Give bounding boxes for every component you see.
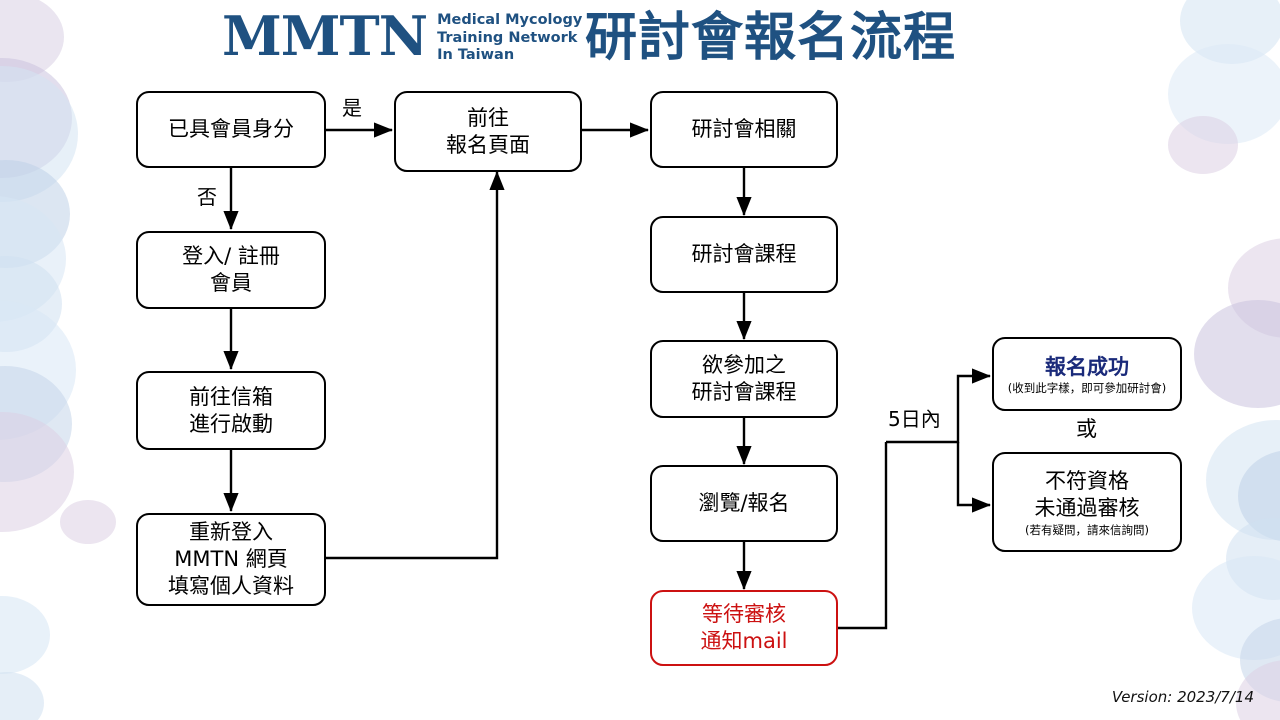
edge-relogin-to-signup-page (326, 171, 505, 560)
node-relogin-profile[interactable]: 重新登入 MMTN 網頁 填寫個人資料 (136, 513, 326, 606)
edge-label-no: 否 (197, 185, 217, 209)
logo-tagline-line-2: Training Network (437, 29, 578, 46)
node-waiting-review[interactable]: 等待審核 通知mail (650, 590, 838, 666)
node-activate-mail[interactable]: 前往信箱 進行啟動 (136, 371, 326, 450)
node-member-check-line-1: 已具會員身分 (168, 117, 294, 141)
logo-tagline-line-3: In Taiwan (437, 47, 515, 63)
node-goto-signup-page-line-1: 前往 (467, 105, 509, 130)
node-relogin-profile-line-3: 填寫個人資料 (168, 574, 294, 598)
node-desired-course[interactable]: 欲參加之 研討會課程 (650, 340, 838, 418)
node-waiting-review-line-1: 等待審核 (702, 602, 786, 626)
node-browse-signup-line-1: 瀏覽/報名 (698, 491, 790, 515)
edge-label-within-5-days: 5日內 (888, 407, 941, 431)
node-seminar-related-line-1: 研討會相關 (691, 117, 797, 141)
node-success-subtext: (收到此字樣，即可參加研討會) (1007, 380, 1167, 395)
mmtn-logo: MMTN Medical Mycology Training Network I… (222, 8, 582, 65)
node-member-check[interactable]: 已具會員身分 (136, 91, 326, 168)
slide-header: MMTN Medical Mycology Training Network I… (0, 0, 1280, 80)
node-seminar-related[interactable]: 研討會相關 (650, 91, 838, 168)
node-activate-mail-line-2: 進行啟動 (189, 411, 273, 436)
page-title: 研討會報名流程 (585, 8, 957, 68)
node-rejected[interactable]: 不符資格 未通過審核 (若有疑問，請來信詢問) (992, 452, 1182, 552)
node-browse-signup[interactable]: 瀏覽/報名 (650, 465, 838, 542)
node-desired-course-line-2: 研討會課程 (691, 380, 797, 404)
node-rejected-line-1: 不符資格 (1045, 468, 1129, 493)
node-relogin-profile-line-2: MMTN 網頁 (174, 547, 288, 571)
node-goto-signup-page[interactable]: 前往 報名頁面 (394, 91, 582, 172)
node-goto-signup-page-line-2: 報名頁面 (446, 132, 530, 157)
node-seminar-courses[interactable]: 研討會課程 (650, 216, 838, 293)
edge-to-rejected (956, 442, 991, 513)
node-relogin-profile-line-1: 重新登入 (189, 520, 273, 544)
node-waiting-review-line-2: 通知mail (700, 629, 788, 653)
logo-tagline: Medical Mycology Training Network In Tai… (437, 8, 582, 65)
node-rejected-subtext: (若有疑問，請來信詢問) (1025, 522, 1149, 537)
node-rejected-line-2: 未通過審核 (1034, 495, 1140, 520)
node-login-register[interactable]: 登入/ 註冊 會員 (136, 231, 326, 309)
node-login-register-line-1: 登入/ 註冊 (182, 244, 280, 268)
node-desired-course-line-1: 欲參加之 (702, 353, 786, 377)
node-success-title: 報名成功 (1045, 354, 1129, 379)
node-activate-mail-line-1: 前往信箱 (189, 384, 273, 409)
node-success[interactable]: 報名成功 (收到此字樣，即可參加研討會) (992, 337, 1182, 411)
edge-to-success (886, 368, 991, 444)
node-seminar-courses-line-1: 研討會課程 (691, 242, 797, 266)
logo-tagline-line-1: Medical Mycology (437, 12, 583, 28)
logo-wordmark: MMTN (222, 4, 428, 69)
version-label: Version: 2023/7/14 (1111, 688, 1254, 706)
edge-label-yes: 是 (342, 96, 362, 120)
edge-waiting-trunk (838, 442, 888, 630)
node-login-register-line-2: 會員 (210, 271, 252, 295)
label-or: 或 (1076, 417, 1097, 441)
